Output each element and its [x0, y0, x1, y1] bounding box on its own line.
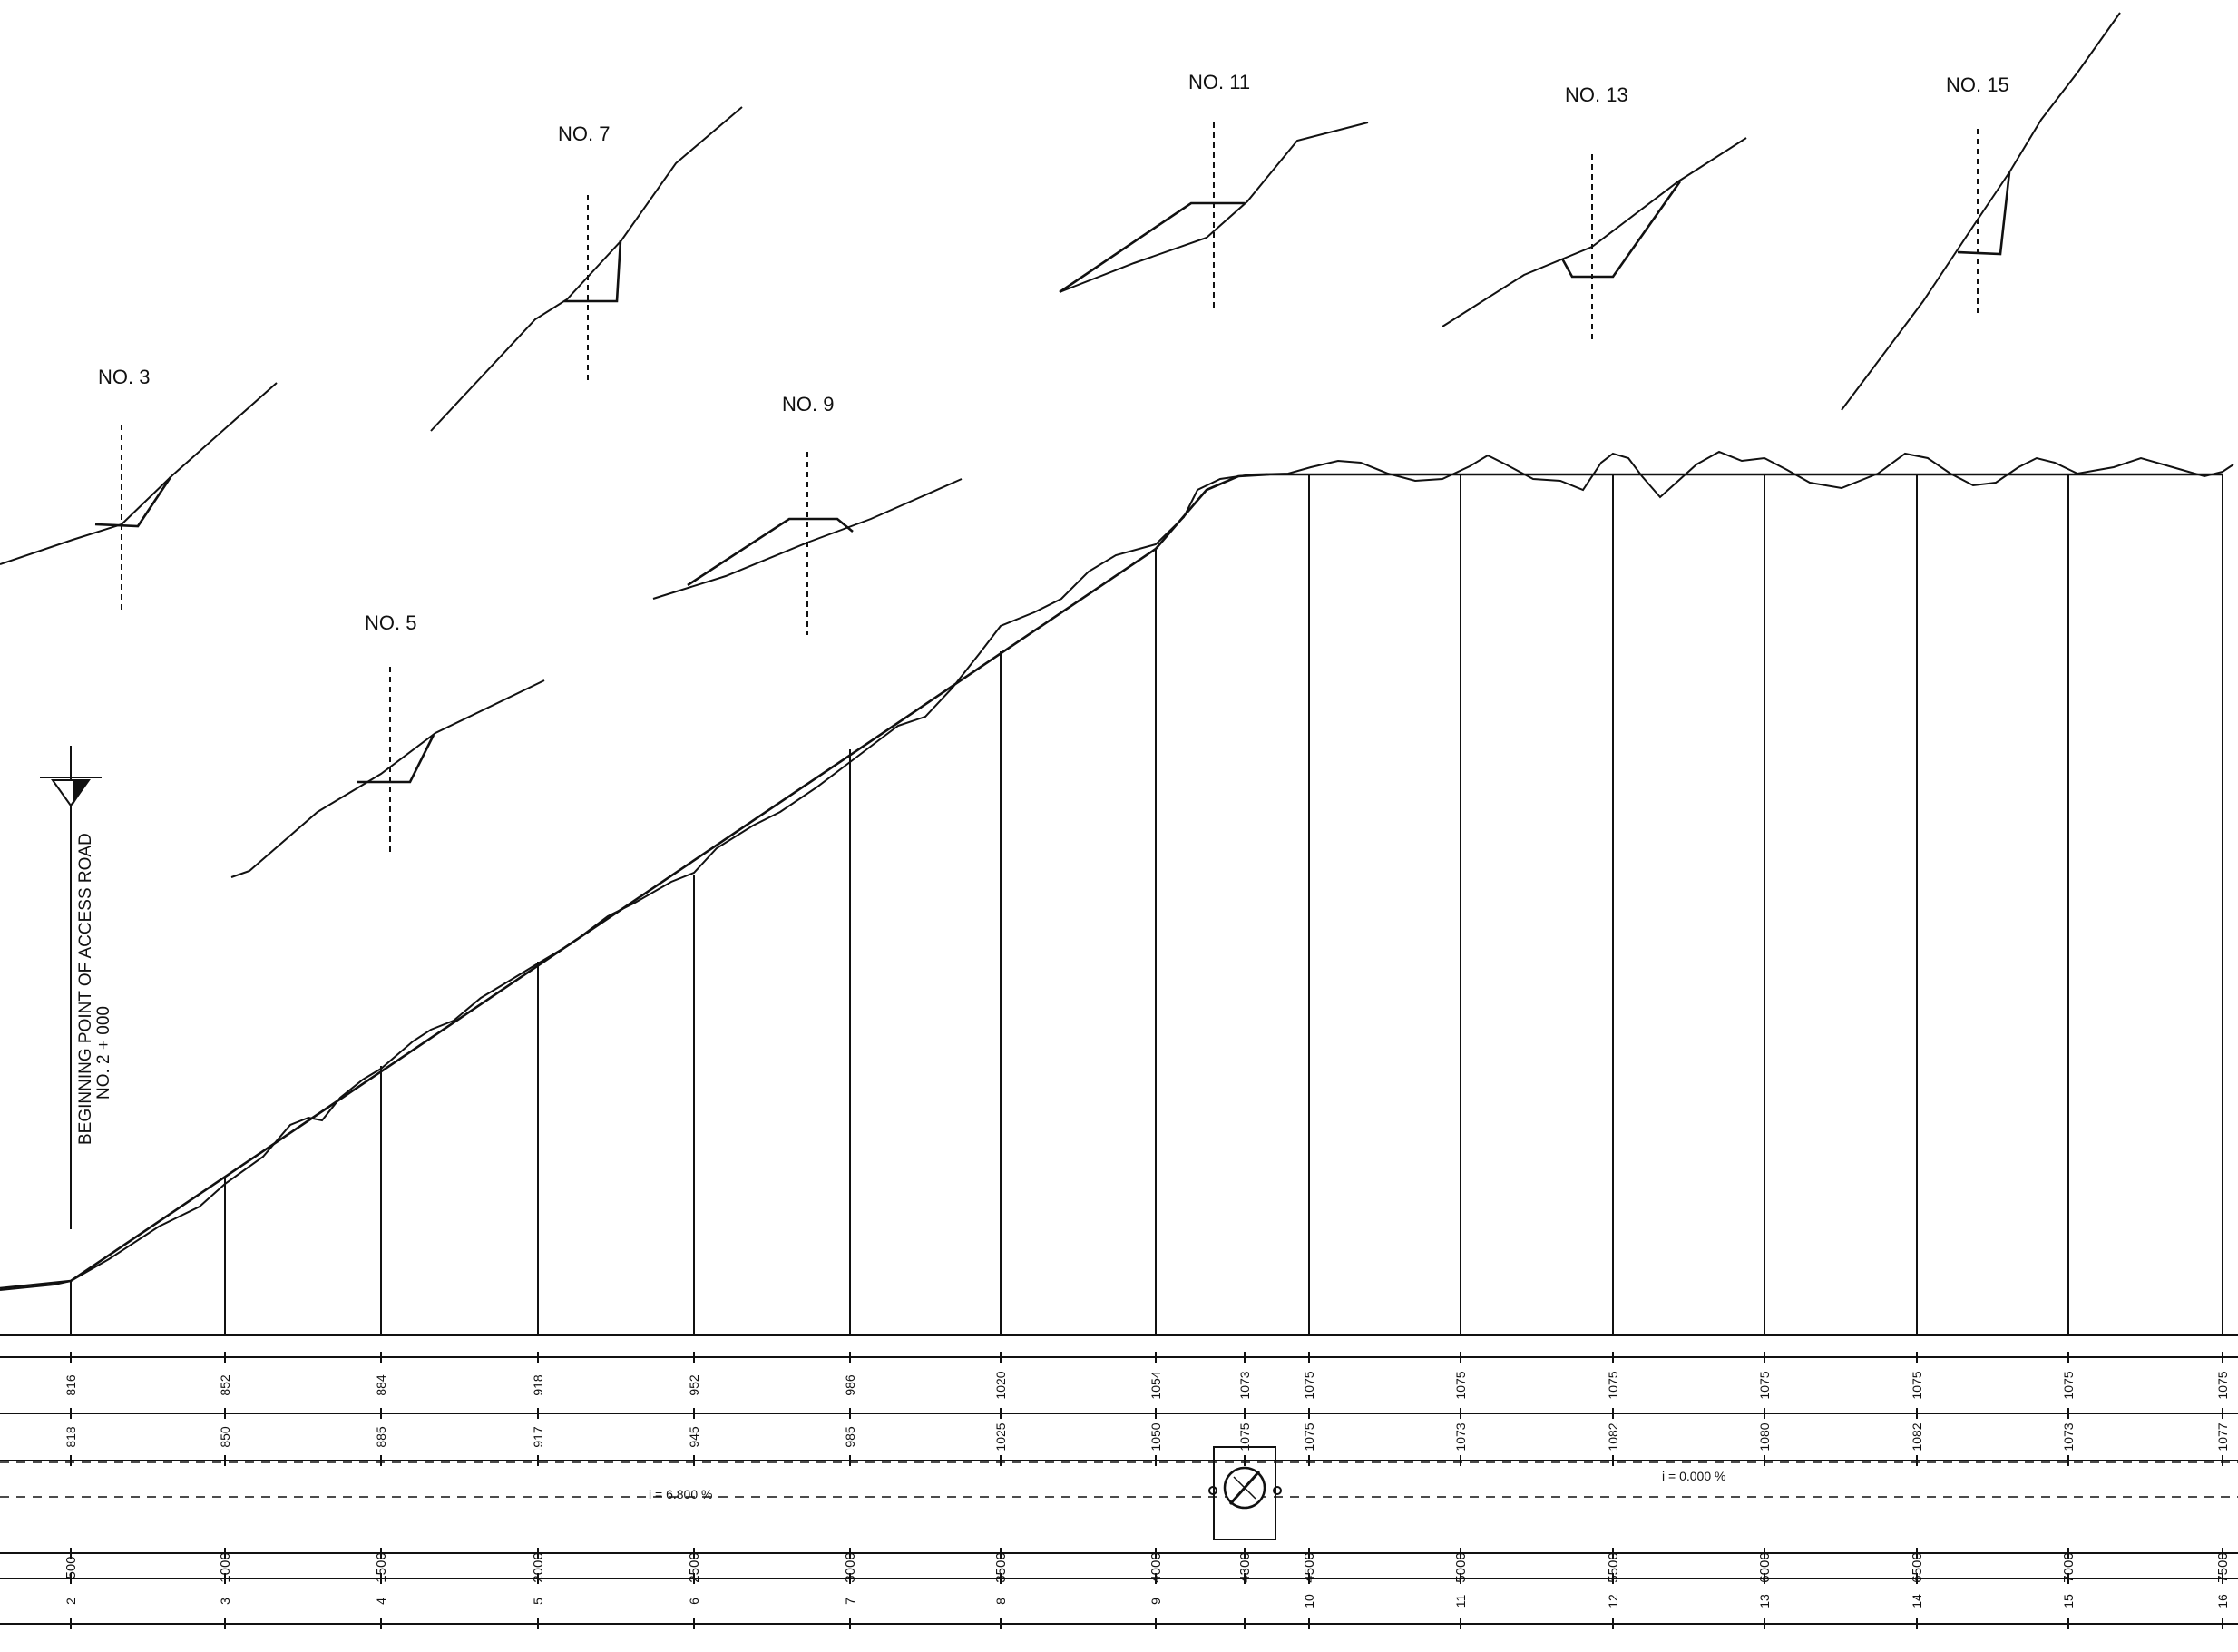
ground-elevation-value: 1075	[1757, 1371, 1772, 1399]
design-elevation-value: 818	[64, 1426, 78, 1448]
ground-elevation-value: 1073	[1237, 1371, 1252, 1399]
design-elevation-value: 945	[687, 1426, 701, 1448]
ground-elevation-value: 986	[843, 1374, 857, 1396]
station-number: 2	[64, 1598, 78, 1605]
ground-elevation-value: 1020	[993, 1371, 1008, 1399]
design-elevation-value: 1073	[1453, 1422, 1468, 1451]
section-label: NO. 13	[1565, 83, 1628, 106]
distance-value: 1000	[218, 1552, 233, 1582]
station-number: 7	[843, 1598, 857, 1605]
design-elevation-value: 1073	[2061, 1422, 2076, 1451]
station-number: 13	[1757, 1594, 1772, 1608]
beginning-point-station: NO. 2 + 000	[94, 1006, 113, 1100]
design-elevation-value: 1082	[1606, 1422, 1620, 1451]
station-number: 15	[2061, 1594, 2076, 1608]
ground-elevation-value: 1075	[1453, 1371, 1468, 1399]
station-number: 5	[531, 1598, 545, 1605]
profile-view	[0, 450, 2234, 1335]
design-elevation-value: 1082	[1910, 1422, 1924, 1451]
grade-ascending: i = 6.800 %	[649, 1487, 712, 1501]
beginning-point-marker: BEGINNING POINT OF ACCESS ROAD NO. 2 + 0…	[40, 746, 113, 1229]
section-label: NO. 11	[1188, 71, 1250, 93]
section-label: NO. 9	[782, 393, 834, 415]
grade-level: i = 0.000 %	[1662, 1469, 1725, 1483]
station-number: 10	[1302, 1594, 1316, 1608]
design-elevation-value: 1075	[1237, 1422, 1252, 1451]
section-label: NO. 3	[98, 366, 150, 388]
design-elevation-value: 985	[843, 1426, 857, 1448]
ground-elevation-value: 1075	[1910, 1371, 1924, 1399]
distance-value: 4300	[1237, 1552, 1253, 1582]
grade-change-marker	[1208, 1446, 1282, 1540]
section-label: NO. 5	[365, 611, 416, 634]
cross-section-no-13: NO. 13	[1442, 83, 1747, 340]
ground-elevation-value: 1075	[2215, 1371, 2230, 1399]
ground-elevation-value: 884	[374, 1374, 388, 1396]
distance-value: 7500	[2215, 1552, 2231, 1582]
distance-value: 4500	[1302, 1552, 1317, 1582]
distance-value: 1500	[374, 1552, 389, 1582]
ground-elevation-value: 1054	[1148, 1371, 1163, 1399]
cross-section-no-15: NO. 15	[1841, 12, 2121, 411]
ground-elevation-value: 918	[531, 1374, 545, 1396]
design-elevation-value: 1050	[1148, 1422, 1163, 1451]
station-number: 4	[374, 1598, 388, 1605]
design-elevation-value: 1075	[1302, 1422, 1316, 1451]
distance-value: 2500	[687, 1552, 702, 1582]
distance-value: 5000	[1453, 1552, 1469, 1582]
design-elevation-value: 1077	[2215, 1422, 2230, 1451]
station-number: 12	[1606, 1594, 1620, 1608]
distance-value: 500	[64, 1556, 79, 1579]
distance-value: 6000	[1757, 1552, 1773, 1582]
design-elevation-value: 1080	[1757, 1422, 1772, 1451]
cross-section-no-9: NO. 9	[652, 393, 963, 635]
ground-elevation-value: 952	[687, 1374, 701, 1396]
station-number: 16	[2215, 1594, 2230, 1608]
distance-value: 2000	[531, 1552, 546, 1582]
distance-value: 6500	[1910, 1552, 1925, 1582]
station-number: 14	[1910, 1594, 1924, 1608]
distance-value: 5500	[1606, 1552, 1621, 1582]
station-number: 9	[1148, 1598, 1163, 1605]
distance-value: 3000	[843, 1552, 858, 1582]
design-elevation-value: 1025	[993, 1422, 1008, 1451]
ground-elevation-value: 1075	[1302, 1371, 1316, 1399]
cross-section-no-5: NO. 5	[230, 611, 545, 878]
distance-value: 4000	[1148, 1552, 1164, 1582]
ground-elevation-value: 1075	[1606, 1371, 1620, 1399]
beginning-point-label: BEGINNING POINT OF ACCESS ROAD	[76, 833, 95, 1145]
station-number: 3	[218, 1598, 232, 1605]
station-number: 11	[1453, 1595, 1468, 1608]
section-label: NO. 15	[1946, 73, 2009, 96]
ground-elevation-value: 816	[64, 1374, 78, 1396]
station-number: 8	[993, 1598, 1008, 1605]
section-label: NO. 7	[558, 122, 610, 145]
cross-section-no-11: NO. 11	[1059, 71, 1369, 308]
ground-elevation-value: 852	[218, 1374, 232, 1396]
cross-section-no-7: NO. 7	[430, 106, 743, 432]
distance-value: 3500	[993, 1552, 1009, 1582]
ground-elevation-value: 1075	[2061, 1371, 2076, 1399]
natural-ground-line	[0, 450, 2234, 1291]
distance-value: 7000	[2061, 1552, 2077, 1582]
cross-section-no-3: NO. 3	[0, 366, 278, 610]
design-elevation-value: 885	[374, 1426, 388, 1448]
design-elevation-value: 917	[531, 1426, 545, 1448]
station-number: 6	[687, 1598, 701, 1605]
design-grade-line	[0, 473, 2223, 1290]
design-elevation-value: 850	[218, 1426, 232, 1448]
